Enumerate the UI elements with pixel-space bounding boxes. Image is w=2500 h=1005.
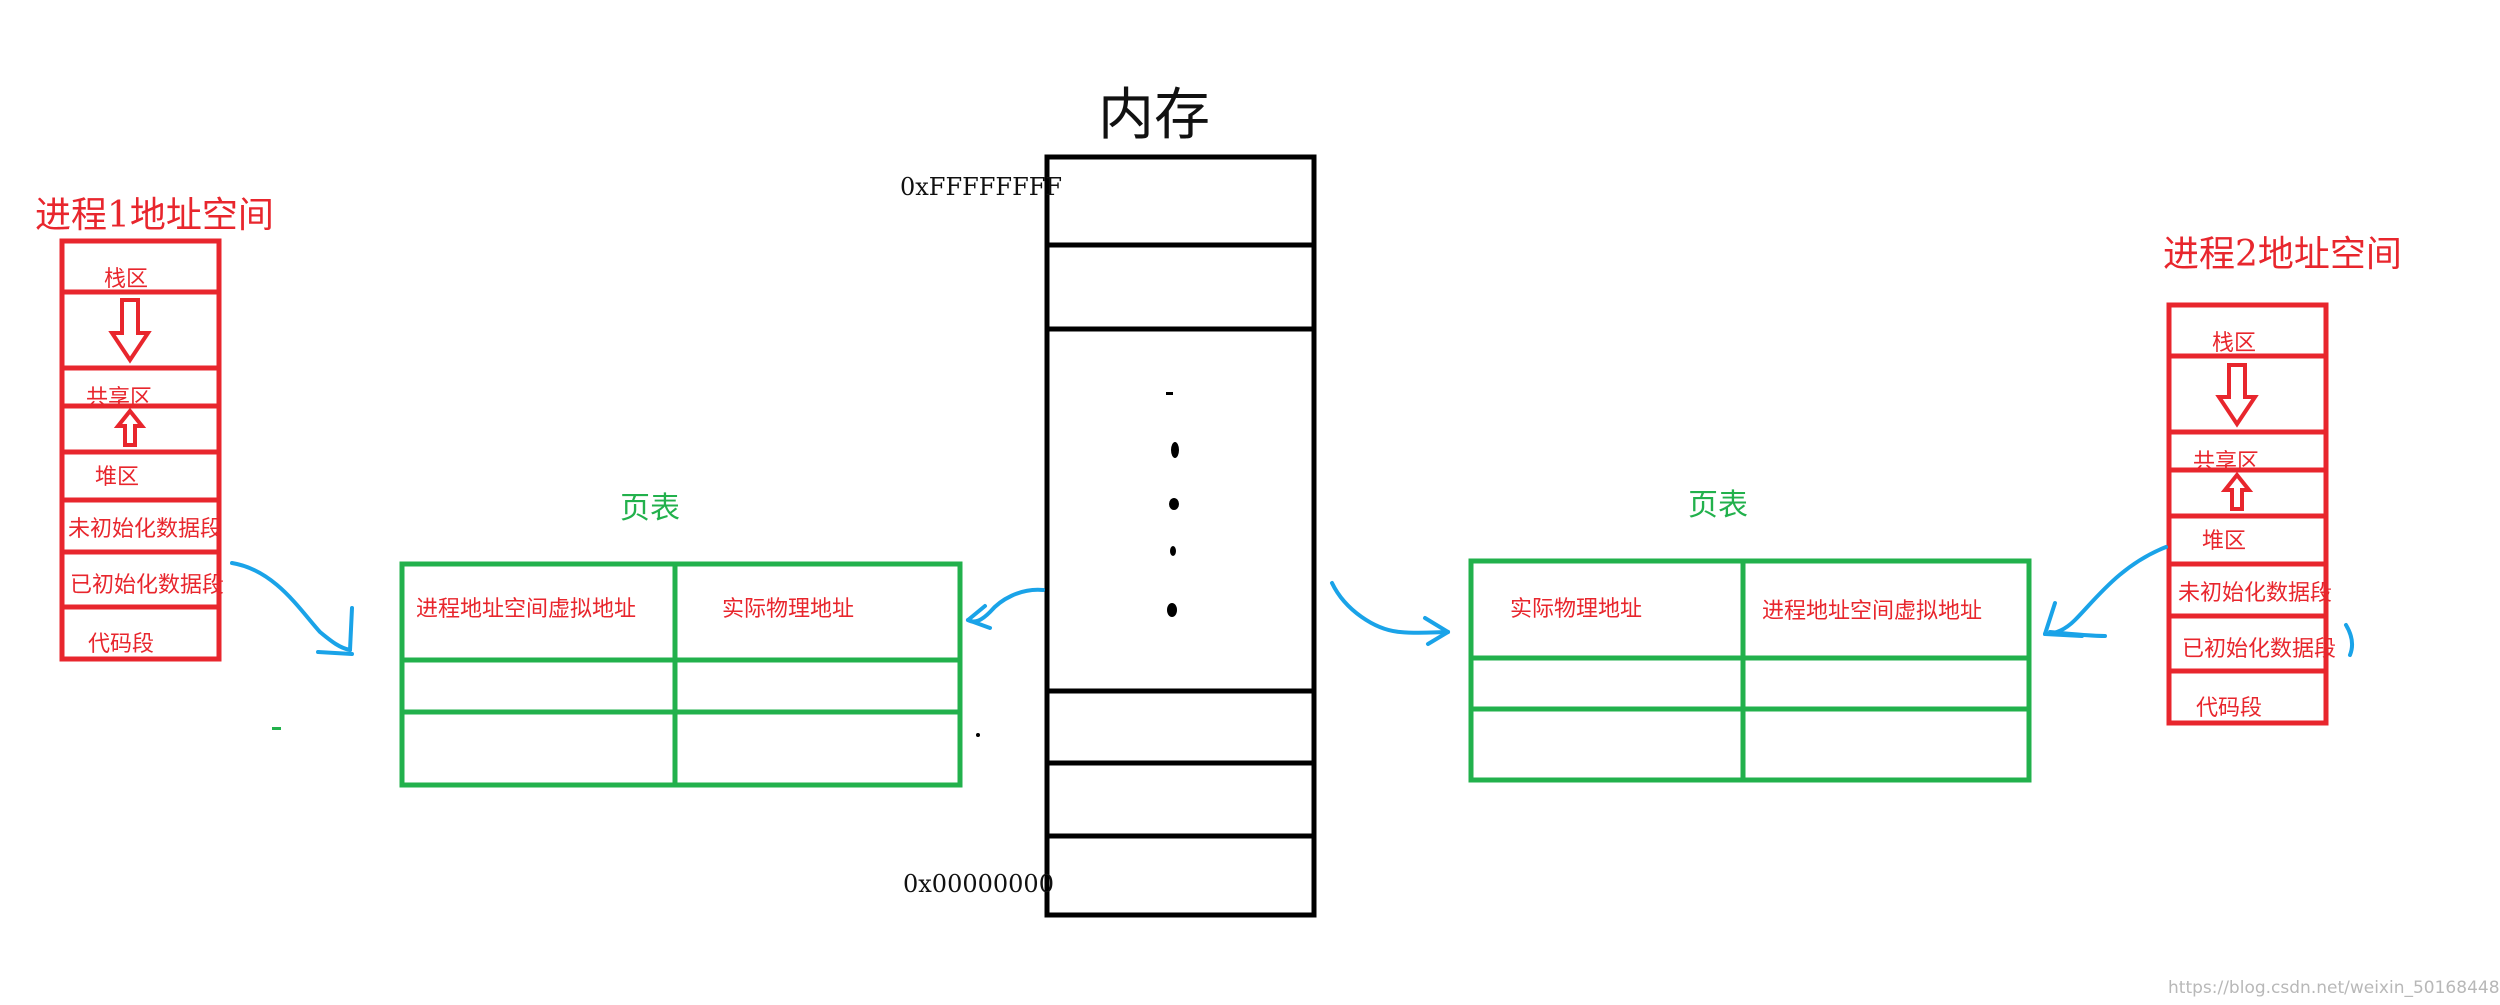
process1-segment-shared: 共享区 [86,386,153,411]
page-table-1 [399,561,963,788]
down-arrow-icon [108,298,152,364]
up-arrow-icon [113,407,147,447]
process1-segment-bss: 未初始化数据段 [68,517,223,542]
memory-ellipsis-dots [976,392,1179,737]
page-table-1-title: 页表 [620,491,680,526]
curved-arrow-icon [230,561,354,656]
process2-segment-data: 已初始化数据段 [2182,637,2337,662]
process2-segment-bss: 未初始化数据段 [2178,581,2333,606]
page-table-2 [1468,558,2032,783]
watermark: https://blog.csdn.net/weixin_50168448 [2168,978,2500,998]
memory-title: 内存 [1098,83,1210,148]
process2-segment-heap: 堆区 [2202,529,2247,554]
page-table-1-header-physical: 实际物理地址 [722,597,855,622]
process2-segment-shared: 共享区 [2193,450,2260,475]
page-table-1-header-virtual: 进程地址空间虚拟地址 [416,597,637,622]
process2-segment-text: 代码段 [2196,696,2263,721]
page-table-2-title: 页表 [1688,488,1748,523]
curved-arrow-icon [2043,545,2355,657]
process1-segment-stack: 栈区 [104,267,149,292]
memory-bottom-address: 0x00000000 [903,870,1054,898]
process2-address-space [2166,302,2329,726]
memory-top-address: 0xFFFFFFFF [900,173,1063,201]
process1-segment-data: 已初始化数据段 [70,573,225,598]
process1-segment-heap: 堆区 [95,465,140,490]
process1-segment-text: 代码段 [88,632,155,657]
memory-block [1044,154,1317,918]
curved-arrow-icon [1330,581,1450,646]
process1-address-space [59,238,222,662]
down-arrow-icon [2215,363,2259,428]
process2-segment-stack: 栈区 [2212,331,2257,356]
page-table-2-header-virtual: 进程地址空间虚拟地址 [1762,599,1983,624]
process1-title: 进程1地址空间 [35,195,274,236]
green-mark [272,727,281,730]
page-table-2-header-physical: 实际物理地址 [1510,597,1643,622]
process2-title: 进程2地址空间 [2163,234,2402,275]
up-arrow-icon [2220,471,2254,511]
curved-arrow-icon [966,587,1045,630]
